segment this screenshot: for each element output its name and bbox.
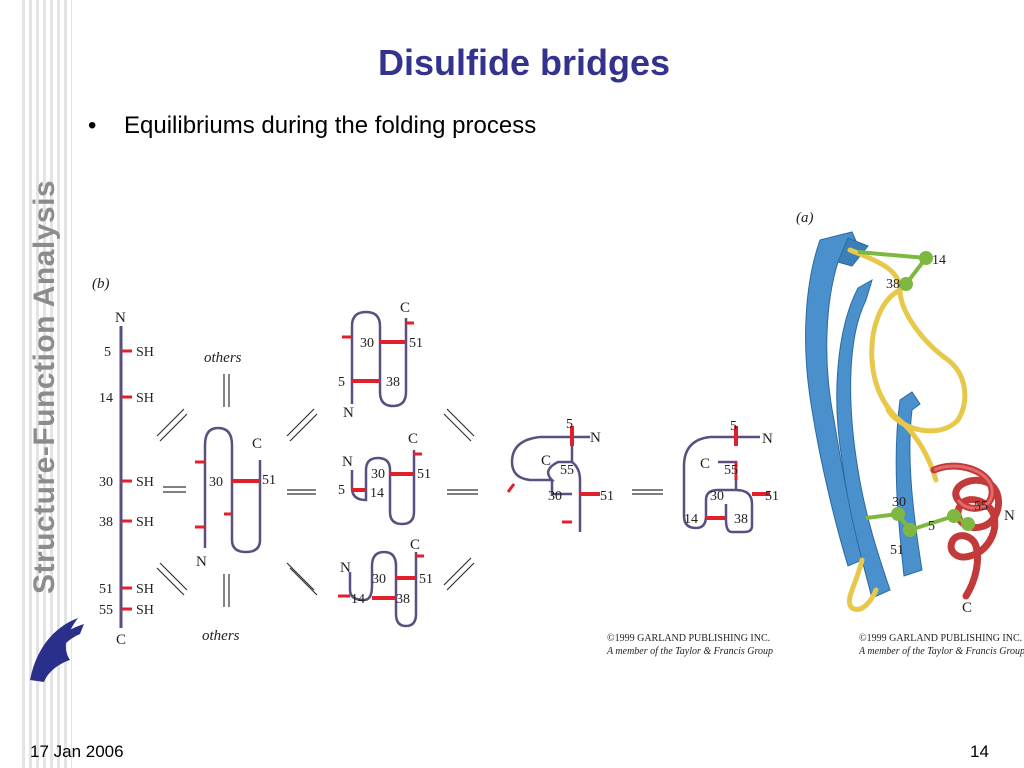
equilibrium-arrows xyxy=(156,374,663,607)
residue-14: 14 xyxy=(351,592,365,607)
n-label: N xyxy=(762,431,773,447)
residue-row-5: 5 SH xyxy=(104,345,154,360)
residue-51-label: 51 xyxy=(890,543,904,558)
residue-5: 5 xyxy=(338,375,345,390)
figure-a: (a) xyxy=(796,210,1024,657)
slide-title: Disulfide bridges xyxy=(377,42,671,83)
unfolded-n-label: N xyxy=(115,310,126,326)
c-label: C xyxy=(541,453,551,469)
residue-30: 30 xyxy=(548,489,562,504)
footer-date: 17 Jan 2006 xyxy=(30,742,124,761)
others-top-label: others xyxy=(204,350,242,366)
figure-b: (b) N C 5 SH 14 SH 30 SH 38 xyxy=(92,276,779,657)
residue-14-label: 14 xyxy=(932,253,946,268)
residue-38: 38 xyxy=(386,375,400,390)
residue-38-label: 38 xyxy=(886,277,900,292)
copyright-b-line1: ©1999 GARLAND PUBLISHING INC. xyxy=(607,633,770,644)
residue-5-label: 5 xyxy=(928,519,935,534)
residue-51: 51 xyxy=(600,489,614,504)
intermediate-30-51-5-38: 30 51 5 38 C N xyxy=(338,300,423,421)
residue-number: 55 xyxy=(99,603,113,618)
residue-55-label: 55 xyxy=(974,499,988,514)
residue-51: 51 xyxy=(417,467,431,482)
residue-38: 38 xyxy=(734,512,748,527)
residue-5: 5 xyxy=(730,419,737,434)
residue-30: 30 xyxy=(360,336,374,351)
residue-5: 5 xyxy=(338,483,345,498)
intermediate-30-51-14-38: 30 51 14 38 C N xyxy=(338,537,433,628)
thiol-label: SH xyxy=(136,582,154,597)
n-label: N xyxy=(196,554,207,570)
thiol-label: SH xyxy=(136,391,154,406)
intermediate-30-51-5-55: 5 55 30 51 N C xyxy=(506,417,614,532)
residue-51: 51 xyxy=(419,572,433,587)
residue-row-38: 38 SH xyxy=(99,515,154,530)
n-label: N xyxy=(342,454,353,470)
c-label: C xyxy=(252,436,262,452)
residue-row-30: 30 SH xyxy=(99,475,154,490)
residue-number: 5 xyxy=(104,345,111,360)
residue-row-55: 55 SH xyxy=(99,603,154,618)
residue-30: 30 xyxy=(372,572,386,587)
residue-30: 30 xyxy=(710,489,724,504)
residue-30: 30 xyxy=(371,467,385,482)
thiol-label: SH xyxy=(136,345,154,360)
residue-30: 30 xyxy=(209,475,223,490)
unfolded-c-label: C xyxy=(116,632,126,648)
residue-14: 14 xyxy=(684,512,698,527)
copyright-a-line1: ©1999 GARLAND PUBLISHING INC. xyxy=(859,633,1022,644)
university-logo xyxy=(30,618,84,682)
copyright-a-line2: A member of the Taylor & Francis Group xyxy=(858,646,1024,657)
residue-51: 51 xyxy=(409,336,423,351)
disulfide-bonds xyxy=(857,250,975,537)
residue-38: 38 xyxy=(396,592,410,607)
residue-number: 38 xyxy=(99,515,113,530)
panel-b-label: (b) xyxy=(92,276,110,292)
residue-number: 51 xyxy=(99,582,113,597)
thiol-label: SH xyxy=(136,515,154,530)
intermediate-30-51: 30 51 C N xyxy=(195,426,276,570)
residue-5: 5 xyxy=(566,417,573,432)
c-terminus-label: C xyxy=(962,600,972,616)
thiol-label: SH xyxy=(136,603,154,618)
n-label: N xyxy=(590,430,601,446)
unfolded-chain: N C 5 SH 14 SH 30 SH 38 SH xyxy=(99,310,154,648)
thiol-label: SH xyxy=(136,475,154,490)
residue-14: 14 xyxy=(370,486,384,501)
loop-strands xyxy=(846,247,968,612)
residue-row-51: 51 SH xyxy=(99,582,154,597)
alpha-helix xyxy=(930,462,1002,600)
c-label: C xyxy=(700,456,710,472)
bullet-dot: • xyxy=(88,112,97,139)
n-label: N xyxy=(343,405,354,421)
residue-55: 55 xyxy=(560,463,574,478)
residue-51: 51 xyxy=(765,489,779,504)
copyright-b-line2: A member of the Taylor & Francis Group xyxy=(606,646,773,657)
n-label: N xyxy=(340,560,351,576)
page-number: 14 xyxy=(970,742,989,761)
intermediate-30-51-5-14: 30 51 5 14 C N xyxy=(338,431,431,526)
residue-row-14: 14 SH xyxy=(99,391,154,406)
residue-55: 55 xyxy=(724,463,738,478)
c-label: C xyxy=(408,431,418,447)
residue-number: 14 xyxy=(99,391,113,406)
residue-51: 51 xyxy=(262,473,276,488)
native-structure: 5 55 30 51 14 38 N C xyxy=(682,419,779,534)
c-label: C xyxy=(400,300,410,316)
panel-a-label: (a) xyxy=(796,210,814,226)
others-bottom-label: others xyxy=(202,628,240,644)
bullet-text: Equilibriums during the folding process xyxy=(124,112,537,139)
n-terminus-label: N xyxy=(1004,508,1015,524)
residue-number: 30 xyxy=(99,475,113,490)
residue-30-label: 30 xyxy=(892,495,906,510)
bullet-item: • Equilibriums during the folding process xyxy=(88,112,536,140)
c-label: C xyxy=(410,537,420,553)
